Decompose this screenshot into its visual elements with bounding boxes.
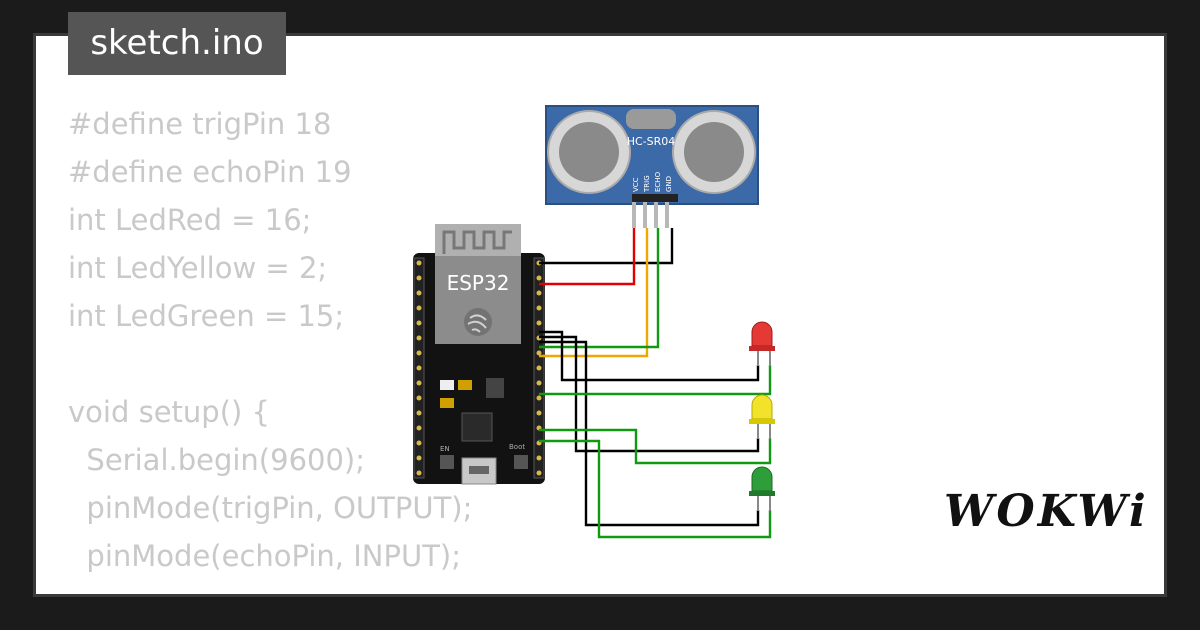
esp32-board[interactable]: ESP32 Boot EN	[413, 224, 545, 485]
code-line: #define trigPin 18	[68, 107, 332, 141]
wokwi-logo: WOKWi	[944, 486, 1149, 537]
file-tab[interactable]: sketch.ino	[68, 12, 286, 75]
sensor-pin-label: ECHO	[654, 171, 662, 192]
sensor-model-label: HC-SR04	[627, 135, 676, 148]
crystal-icon	[626, 109, 676, 129]
wires	[539, 228, 772, 539]
antenna-icon	[435, 224, 521, 258]
ultrasonic-sensor[interactable]: HC-SR04 VCC TRIG ECHO GND	[545, 105, 759, 228]
boot-label: Boot	[509, 443, 525, 451]
code-preview: #define trigPin 18 #define echoPin 19 in…	[68, 100, 488, 590]
code-line: pinMode(trigPin, OUTPUT);	[68, 491, 473, 525]
sensor-pin-label: TRIG	[643, 175, 651, 193]
code-line: pinMode(echoPin, INPUT);	[68, 539, 462, 573]
code-line: int LedGreen = 15;	[68, 299, 345, 333]
en-label: EN	[440, 445, 450, 453]
code-line: Serial.begin(9600);	[68, 443, 366, 477]
code-line: #define echoPin 19	[68, 155, 352, 189]
led-yellow[interactable]	[749, 394, 775, 439]
code-line: pinMode(LedRed, OUTPUT);	[68, 580, 488, 590]
chip-label: ESP32	[447, 271, 510, 295]
boot-button[interactable]	[514, 455, 528, 469]
sensor-pin-label: GND	[665, 176, 673, 192]
usb-chip-icon	[461, 412, 493, 442]
en-button[interactable]	[440, 455, 454, 469]
sensor-pin-label: VCC	[632, 177, 640, 192]
code-line: void setup() {	[68, 395, 270, 429]
led-green[interactable]	[749, 466, 775, 511]
led-red[interactable]	[749, 321, 775, 366]
code-line: int LedRed = 16;	[68, 203, 312, 237]
code-line: int LedYellow = 2;	[68, 251, 328, 285]
